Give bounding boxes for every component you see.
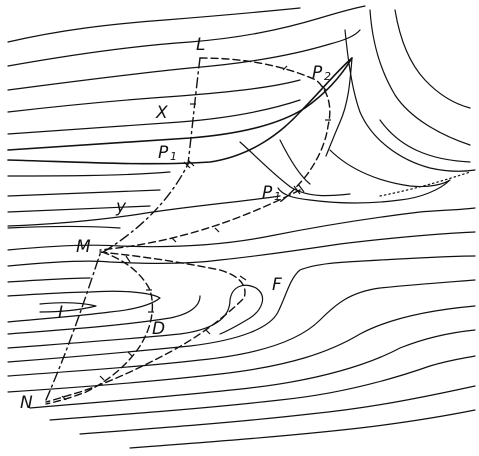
route-dotted-extension (379, 171, 471, 197)
label-d: D (152, 319, 165, 339)
tick-mark (239, 275, 247, 281)
tick-mark (214, 227, 220, 233)
route-l-to-n (45, 57, 201, 401)
label-x: X (155, 103, 168, 123)
diagram-labels: L P 2 X P 1 P 1 y M F I D N (20, 35, 331, 413)
contour-line (7, 284, 264, 349)
label-f: F (272, 275, 282, 295)
contour-line (7, 290, 161, 323)
contour-line (7, 189, 161, 197)
contour-line (279, 139, 311, 185)
tick-mark (187, 159, 195, 167)
contour-line (7, 279, 476, 377)
contour-line (7, 29, 361, 91)
contour-line (369, 9, 471, 146)
tick-mark (293, 185, 301, 195)
contour-line (325, 57, 353, 157)
label-y: y (115, 197, 127, 217)
ridge-line (7, 57, 353, 151)
label-p2-sub: 2 (324, 70, 331, 83)
contour-line (7, 171, 171, 177)
contour-line (7, 207, 476, 251)
contour-line (29, 329, 476, 409)
contour-line (7, 295, 201, 335)
tick-mark (171, 237, 177, 243)
contour-line (344, 29, 476, 172)
route-p1-to-m (99, 189, 301, 251)
contour-line (49, 355, 476, 421)
contour-line (7, 225, 121, 229)
ridge-line (7, 57, 353, 165)
tick-mark (127, 351, 133, 357)
tick-mark (321, 85, 327, 91)
contour-line (379, 119, 471, 163)
contour-line (129, 409, 476, 449)
contour-lines (7, 5, 476, 449)
label-p1-mid: P (262, 183, 273, 203)
tick-mark (183, 161, 191, 169)
tick-mark (99, 375, 105, 381)
route-m-to-f (45, 251, 246, 403)
contour-line (79, 385, 476, 435)
contour-line (7, 195, 281, 227)
label-p1-mid-sub: 1 (274, 190, 281, 203)
contour-line (7, 255, 476, 363)
contour-line (7, 7, 301, 43)
label-l: L (196, 35, 205, 55)
contour-line (7, 5, 366, 67)
label-n: N (20, 393, 33, 413)
contour-line (7, 277, 91, 283)
tick-mark (205, 329, 211, 335)
contour-line (7, 231, 476, 267)
route-m-to-d (45, 251, 154, 405)
route-paths (45, 57, 471, 405)
contour-line (277, 149, 451, 204)
label-m: M (76, 237, 91, 257)
label-i: I (58, 303, 63, 323)
label-p1-top: P (158, 143, 169, 163)
route-l-to-p2 (199, 57, 331, 203)
tick-mark (297, 183, 305, 193)
label-p2: P (312, 63, 323, 83)
contour-line (239, 141, 351, 197)
tick-mark (125, 255, 131, 263)
label-p1-top-sub: 1 (170, 150, 177, 163)
contour-line (39, 302, 97, 313)
contour-line (7, 205, 151, 213)
contour-line (7, 99, 301, 135)
route-ticks (61, 65, 331, 401)
tick-mark (61, 395, 67, 401)
contour-line (394, 9, 471, 109)
tick-mark (282, 65, 288, 71)
contour-line (7, 79, 301, 113)
